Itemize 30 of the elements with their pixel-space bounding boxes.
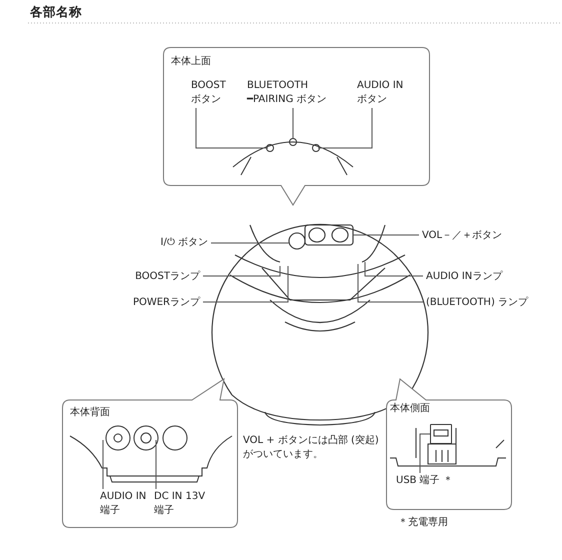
part-label: AUDIO IN 端子 [100, 490, 152, 518]
part-label: VOL－／＋ボタン [422, 229, 532, 243]
usb-port [430, 424, 452, 444]
leader-line [202, 266, 280, 276]
part-label: USB 端子 ＊ [396, 474, 486, 488]
note-text: ＊充電専用 [398, 516, 449, 530]
leader-line [292, 108, 294, 138]
leader-line [102, 440, 104, 490]
section-heading: 本体上面 [171, 55, 211, 69]
leader-line [210, 242, 290, 244]
leader-line [352, 234, 420, 236]
part-label: BOOSTランプ [118, 270, 200, 284]
leader-line [202, 266, 288, 302]
part-label: I/⏻ ボタン [118, 236, 208, 250]
section-heading: 本体背面 [70, 406, 110, 420]
part-label: POWERランプ [118, 296, 200, 310]
page-title: 各部名称 [30, 4, 82, 21]
part-label: DC IN 13V 端子 [154, 490, 210, 518]
part-label: (BLUETOOTH) ランプ [426, 296, 546, 310]
leader-line [358, 264, 424, 302]
leader-line [318, 108, 372, 148]
section-heading: 本体側面 [390, 402, 430, 416]
part-label: BOOST ボタン [191, 79, 233, 107]
part-label: BLUETOOTH ━PAIRING ボタン [247, 79, 339, 107]
part-label: AUDIO IN ボタン [357, 79, 413, 107]
note-text: VOL + ボタンには凸部 (突起) がついています。 [243, 434, 380, 462]
leader-line [196, 108, 268, 148]
leader-line [420, 434, 430, 474]
part-label: AUDIO INランプ [426, 270, 536, 284]
leader-line [364, 262, 424, 276]
